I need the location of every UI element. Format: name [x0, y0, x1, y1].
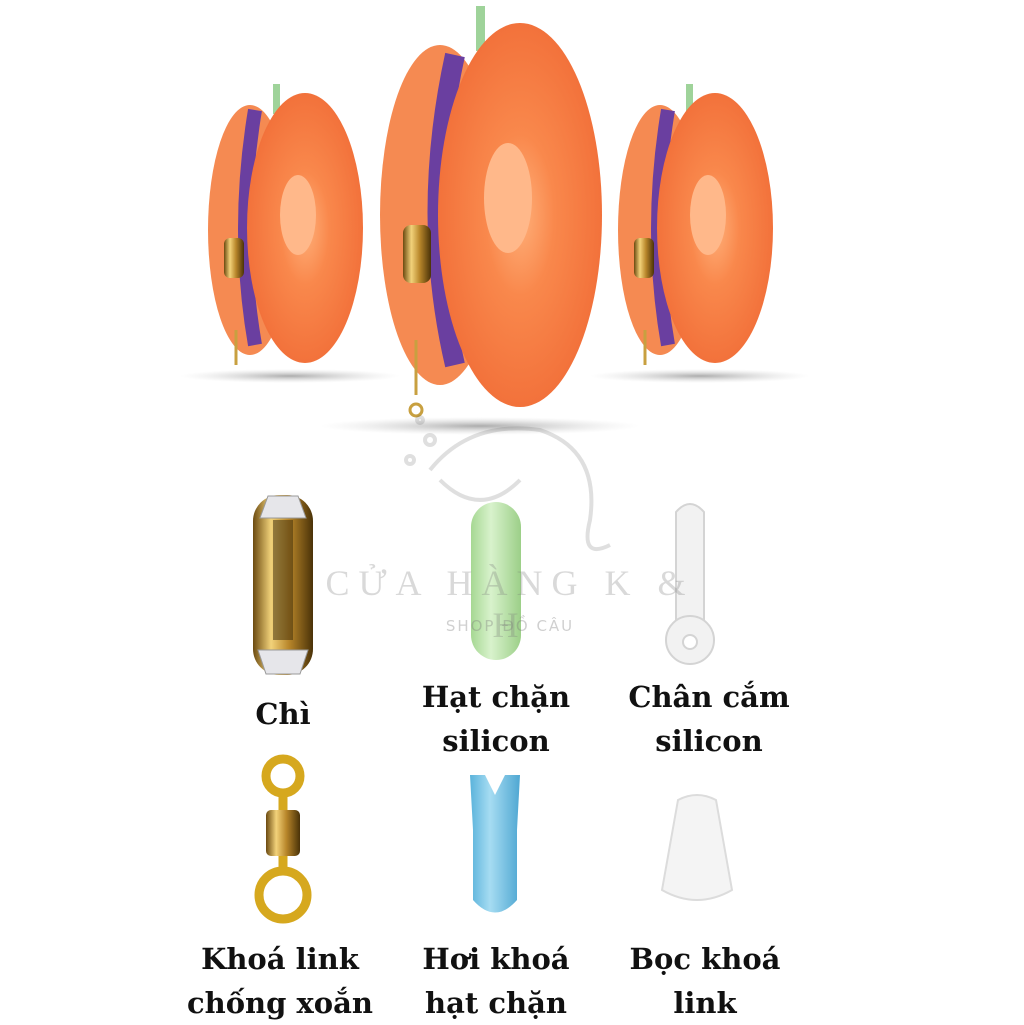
watermark-subtitle: SHOP ĐỒ CÂU: [445, 617, 575, 635]
lead-weight-image: [253, 495, 313, 675]
label-line: Chân cắm: [628, 680, 790, 714]
item-label-stopper: Hạt chặn silicon: [376, 675, 616, 763]
reel-center: [380, 6, 602, 418]
label-line: Bọc khoá: [629, 942, 781, 976]
label-line: hạt chặn: [425, 986, 567, 1020]
silicone-stopper-image: [471, 502, 521, 660]
item-label-cover: Bọc khoá link: [585, 937, 825, 1025]
swivel-image: [254, 754, 312, 924]
reel-right: [618, 84, 773, 365]
label-line: silicon: [655, 724, 763, 758]
item-label-lead: Chì: [163, 692, 403, 736]
label-line: Hạt chặn: [421, 680, 571, 714]
stopper-sleeve-image: [470, 775, 520, 913]
watermark-fish-logo: [404, 415, 611, 552]
reel-shadow-left: [180, 369, 400, 383]
item-label-swivel: Khoá link chống xoắn: [160, 937, 400, 1025]
label-line: chống xoắn: [186, 986, 374, 1020]
reel-left: [208, 84, 363, 365]
label-line: Khoá link: [201, 942, 359, 976]
item-label-sleeve: Hơi khoá hạt chặn: [376, 937, 616, 1025]
item-label-stand: Chân cắm silicon: [589, 675, 829, 763]
reel-shadow-right: [590, 369, 810, 383]
label-line: link: [673, 986, 737, 1020]
label-line: Chì: [255, 697, 311, 731]
label-line: silicon: [442, 724, 550, 758]
link-cover-image: [660, 794, 734, 901]
watermark-title: CỬA HÀNG K & H: [325, 563, 695, 645]
swivel-barrel: [266, 810, 300, 856]
label-line: Hơi khoá: [422, 942, 570, 976]
reel-shadow-center: [320, 417, 640, 435]
silicone-stand-image: [665, 503, 715, 665]
